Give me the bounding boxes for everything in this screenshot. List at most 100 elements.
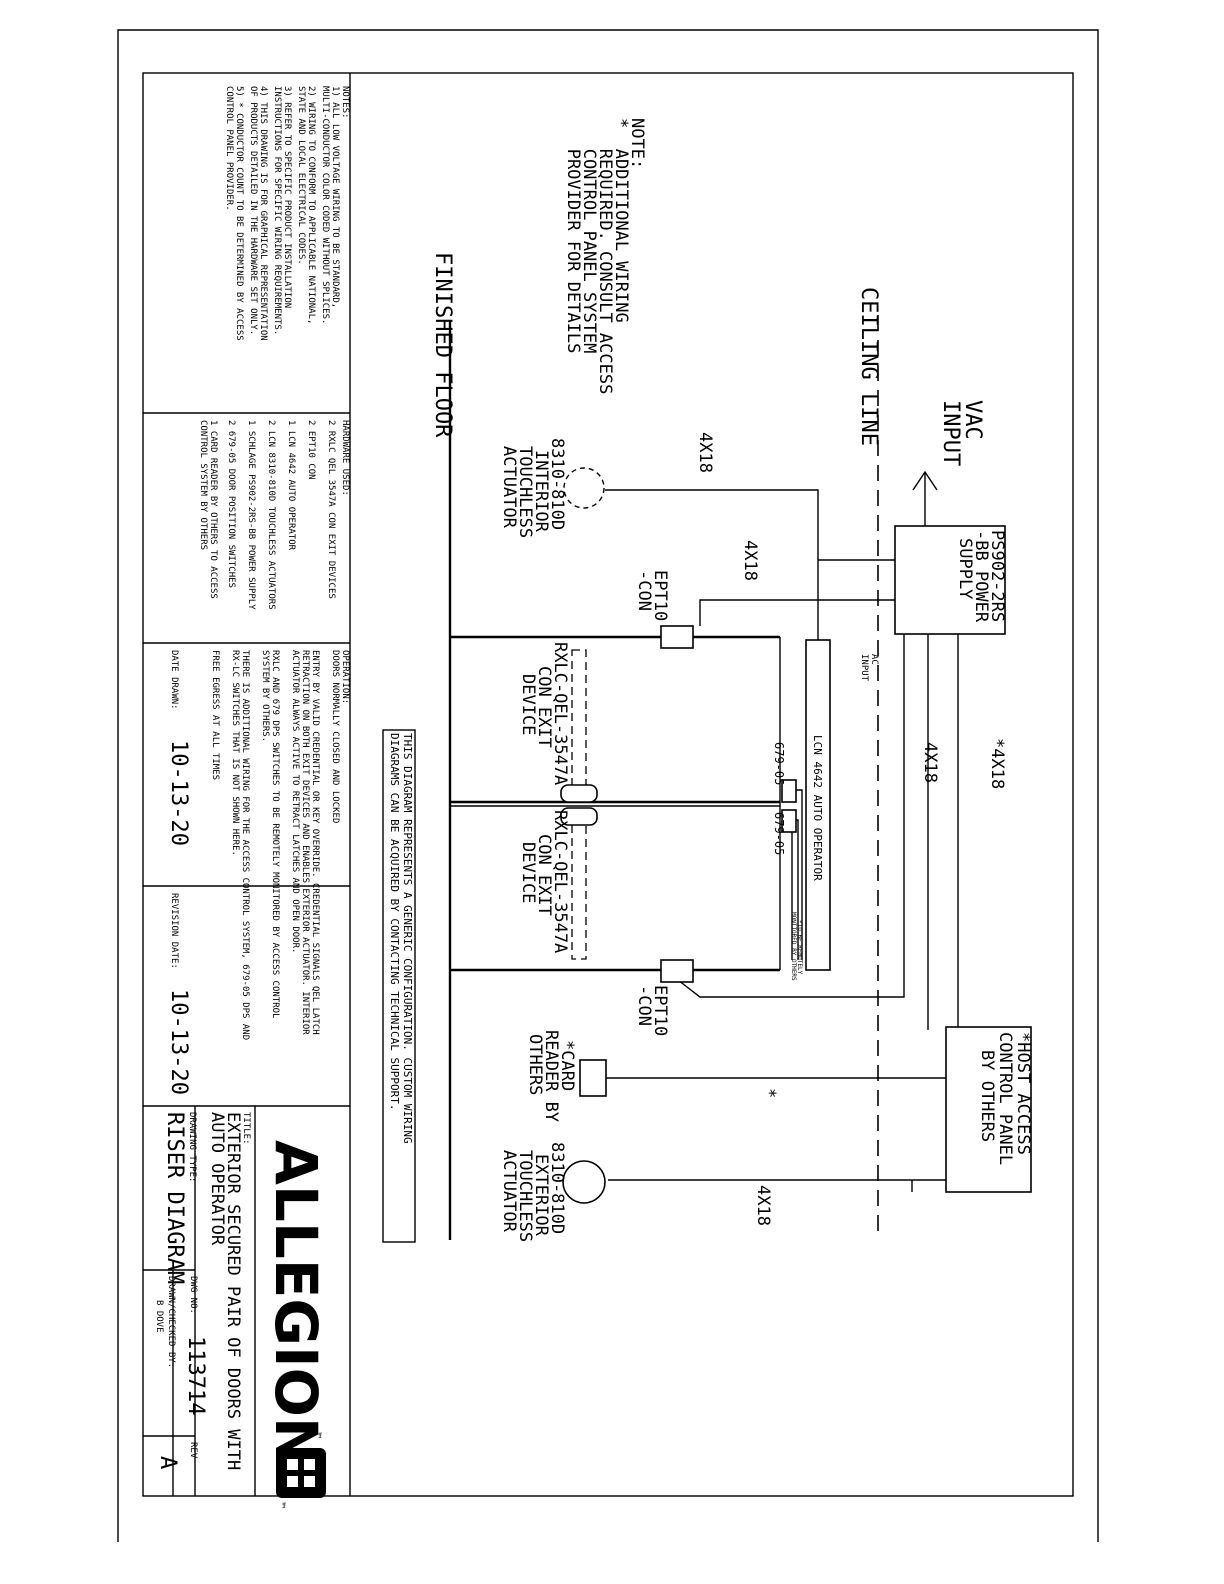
svg-text:EPT10: EPT10 — [650, 985, 670, 1036]
remote-monitored-note: *TO BE REMOTELY MONITORED BY OTHERS — [790, 912, 803, 981]
rev-label: REV — [188, 1442, 198, 1459]
svg-text:NOTE:: NOTE: — [627, 118, 647, 169]
logo-trademark: ™ — [311, 1432, 322, 1438]
exit-device-right-label: RXLC-QEL-3547A CON EXIT DEVICE — [518, 810, 570, 953]
wire-ps-to-ept-left — [699, 599, 895, 626]
date-drawn-value: 10-13-20 — [166, 740, 191, 846]
operation-line: FREE EGRESS AT ALL TIMES — [210, 650, 220, 780]
notes-line: STATE AND LOCAL ELECTRICAL CODES. — [296, 86, 306, 265]
power-supply-label: PS902-2RS -BB POWER SUPPLY — [955, 530, 1007, 623]
ac-input-label: AC INPUT — [859, 654, 879, 682]
rev-field: REV A — [155, 1442, 198, 1469]
drawing-frame — [142, 72, 1074, 1497]
svg-text:READER BY: READER BY — [541, 1030, 561, 1122]
vac-input-label: VAC INPUT — [938, 400, 985, 466]
date-drawn-block: DATE DRAWN: 10-13-20 — [166, 650, 191, 846]
svg-text:-CON: -CON — [634, 570, 654, 611]
rev-value: A — [155, 1456, 180, 1469]
svg-text:* ADDITIONAL WIRING: * ADDITIONAL WIRING — [611, 118, 631, 323]
notes-line: 3) REFER TO SPECIFIC PRODUCT INSTALLATIO… — [282, 86, 292, 308]
hardware-heading: HARDWARE USED: — [340, 420, 350, 496]
wire-ps-ept-right-label: 4X18 — [920, 742, 940, 783]
svg-text:OTHERS: OTHERS — [525, 1034, 545, 1095]
svg-text:4X18: 4X18 — [740, 540, 760, 581]
interior-actuator-label: 8310-810D INTERIOR TOUCHLESS ACTUATOR — [499, 438, 567, 538]
generic-config-note-box — [382, 729, 416, 1243]
title-line: AUTO OPERATOR — [207, 1112, 227, 1246]
notes-heading: NOTES: — [340, 86, 350, 119]
hardware-line: 2 679-05 DOOR POSITION SWITCHES — [226, 420, 236, 588]
operation-line: RXLC AND 679 DPS SWITCHES TO BE REMOTELY… — [270, 650, 280, 1018]
svg-text:CON EXIT: CON EXIT — [534, 666, 554, 748]
notes-line: OF PRODUCTS DETAILED IN THE HARDWARE SET… — [248, 86, 258, 335]
date-drawn-label: DATE DRAWN: — [169, 650, 179, 710]
hardware-line: 2 EPT10 CON — [306, 420, 316, 480]
dps-right-box — [781, 809, 797, 833]
logo-mark-trademark: ™ — [275, 1502, 286, 1508]
drawing-type-label: DRAWING TYPE: — [187, 1112, 197, 1182]
svg-text:CEILING LINE: CEILING LINE — [856, 287, 881, 446]
drawing-type-field: DRAWING TYPE: RISER DIAGRAM — [162, 1112, 197, 1284]
logo-wordmark: ALLEGION — [262, 1140, 330, 1465]
svg-text:DEVICE: DEVICE — [518, 842, 538, 903]
svg-text:ACTUATOR: ACTUATOR — [499, 446, 519, 529]
svg-text:AC: AC — [869, 654, 879, 665]
notes-line: MULTI-CONDUCTOR COLOR CODED WITHOUT SPLI… — [320, 86, 330, 324]
svg-text:8310-810D: 8310-810D — [547, 438, 567, 530]
wire-ext-actuator-label: 4X18 — [753, 1185, 773, 1226]
revision-date-label: REVISION DATE: — [169, 893, 179, 969]
card-reader-wire-star: * — [759, 1088, 779, 1098]
notes-block: NOTES: 1) ALL LOW VOLTAGE WIRING TO BE S… — [224, 86, 350, 341]
svg-text:MONITORED BY OTHERS: MONITORED BY OTHERS — [790, 912, 797, 981]
dps-lead — [796, 789, 803, 960]
dwg-no-field: DWG NO: 113714 — [183, 1276, 208, 1415]
operation-line: ENTRY BY VALID CREDENTIAL OR KEY OVERRID… — [310, 650, 320, 1035]
svg-text:INTERIOR: INTERIOR — [531, 450, 551, 533]
svg-text:INPUT: INPUT — [938, 400, 963, 466]
host-access-panel-label: *HOST ACCESS CONTROL PANEL BY OTHERS — [977, 1032, 1033, 1165]
svg-text:*: * — [759, 1088, 779, 1098]
svg-text:SUPPLY: SUPPLY — [955, 538, 975, 599]
additional-wiring-note: NOTE: * ADDITIONAL WIRING REQUIRED. CONS… — [563, 118, 647, 394]
hardware-line: CONTROL SYSTEM BY OTHERS — [198, 420, 208, 550]
drawing-type-value: RISER DIAGRAM — [162, 1112, 187, 1284]
exterior-actuator-label: 8310-810D EXTERIOR TOUCHLESS ACTUATOR — [499, 1142, 567, 1242]
drawn-checked-field: DRAWN/CHECKED BY: B DOVE — [154, 1276, 176, 1368]
notes-line: 4) THIS DRAWING IS FOR GRAPHICAL REPRESE… — [258, 86, 268, 341]
wire-int-actuator-to-operator — [605, 489, 819, 560]
svg-text:DEVICE: DEVICE — [518, 674, 538, 735]
dps-lead — [796, 819, 799, 960]
svg-text:CONTROL PANEL SYSTEM: CONTROL PANEL SYSTEM — [579, 118, 599, 353]
svg-text:679-05: 679-05 — [772, 812, 786, 855]
svg-text:ACTUATOR: ACTUATOR — [499, 1150, 519, 1233]
notes-line: INSTRUCTIONS FOR SPECIFIC WIRING REQUIRE… — [272, 86, 282, 335]
ceiling-line-label: CEILING LINE — [856, 287, 881, 446]
svg-text:CON EXIT: CON EXIT — [534, 834, 554, 916]
drawn-checked-label: DRAWN/CHECKED BY: — [166, 1276, 176, 1368]
ept-left-box — [660, 625, 694, 649]
drawn-checked-value: B DOVE — [154, 1300, 164, 1333]
wire-int-actuator-label: 4X18 — [695, 432, 715, 473]
vac-arrow-icon — [912, 470, 938, 491]
svg-text:REQUIRED. CONSULT ACCESS: REQUIRED. CONSULT ACCESS — [595, 118, 615, 394]
hardware-line: 1 LCN 4642 AUTO OPERATOR — [286, 420, 296, 551]
notes-line: 1) ALL LOW VOLTAGE WIRING TO BE STANDARD… — [330, 86, 340, 308]
operation-line: RETRACTION ON BOTH EXIT DEVICES AND ENAB… — [300, 650, 310, 1035]
title-line: EXTERIOR SECURED PAIR OF DOORS WITH — [223, 1112, 243, 1470]
title-label: TITLE: — [241, 1112, 251, 1145]
svg-text:-BB POWER: -BB POWER — [971, 530, 991, 623]
wire-ps-host-label: *4X18 — [987, 738, 1007, 789]
revision-date-value: 10-13-20 — [166, 989, 191, 1095]
revision-date-block: REVISION DATE: 10-13-20 — [166, 893, 191, 1095]
svg-text:TOUCHLESS: TOUCHLESS — [515, 1150, 535, 1242]
logo-mark-icon — [276, 1448, 326, 1498]
auto-operator-label: LCN 4642 AUTO OPERATOR — [811, 735, 824, 881]
door-pair — [450, 635, 781, 972]
svg-text:CONTROL PANEL: CONTROL PANEL — [995, 1032, 1015, 1165]
operation-block: OPERATION: DOORS NORMALLY CLOSED AND LOC… — [210, 650, 350, 1040]
hardware-line: 2 RXLC QEL 3547A CON EXIT DEVICES — [326, 420, 336, 599]
svg-text:4X18: 4X18 — [695, 432, 715, 473]
svg-text:VAC: VAC — [960, 400, 985, 440]
dwg-no-value: 113714 — [183, 1336, 208, 1415]
svg-text:EPT10: EPT10 — [650, 570, 670, 621]
